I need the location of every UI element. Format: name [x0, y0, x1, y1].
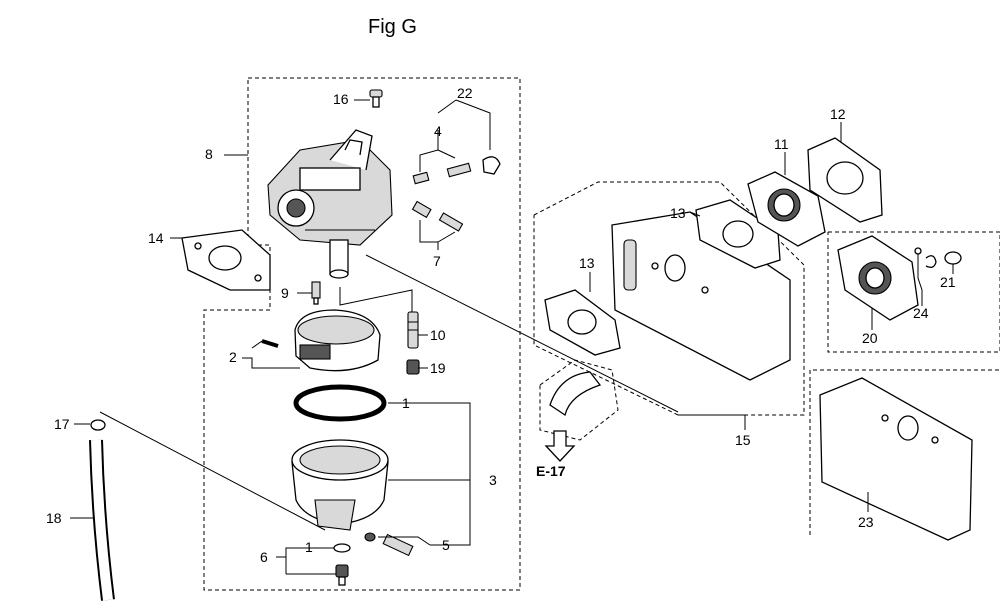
- bolt-part-6: [333, 543, 351, 586]
- reference-e17: E-17: [536, 463, 566, 479]
- callout-12: 12: [830, 106, 846, 122]
- callout-19: 19: [430, 360, 446, 376]
- callout-20: 20: [862, 330, 878, 346]
- callout-17: 17: [54, 416, 70, 432]
- separator-part-20: [837, 235, 919, 321]
- leader-lines-right: [589, 122, 954, 512]
- leader-lines-left: [70, 99, 491, 575]
- callout-21: 21: [940, 274, 956, 290]
- nozzle-part-10: [407, 311, 419, 349]
- callout-7: 7: [433, 253, 441, 269]
- callout-14: 14: [148, 230, 164, 246]
- figure-title: Fig G: [368, 16, 417, 38]
- callout-18: 18: [46, 510, 62, 526]
- float-pin-part-2: [261, 339, 279, 348]
- adjust-screw-part-4: [412, 156, 501, 185]
- callout-13-lower: 13: [579, 255, 595, 271]
- drain-screw-part-5: [364, 532, 414, 557]
- carburetor-assembly-group: [89, 77, 679, 601]
- insulator-assembly-group: [533, 137, 1000, 541]
- gasket-part-12: [807, 137, 883, 223]
- jet-part-9: [311, 281, 321, 305]
- callout-10: 10: [430, 327, 446, 343]
- gasket-part-14: [181, 229, 271, 291]
- callout-6: 6: [260, 549, 268, 565]
- insulator-boundary: [533, 181, 805, 416]
- insulator-part-11: [747, 171, 826, 247]
- fuel-tube-part-18: [89, 439, 115, 601]
- callout-4: 4: [434, 123, 442, 139]
- callout-22: 22: [457, 85, 473, 101]
- separator-boundary: [827, 231, 1000, 353]
- callout-5: 5: [442, 537, 450, 553]
- callout-16: 16: [333, 91, 349, 107]
- callout-1-bottom: 1: [305, 539, 313, 555]
- screw-part-16: [369, 89, 383, 108]
- callout-8: 8: [205, 146, 213, 162]
- adjust-screw-part-7: [411, 200, 464, 232]
- callout-labels: 16 22 4 8 14 7 9 10 2 19 1 17 3 18 5 1 6…: [46, 85, 956, 565]
- callout-24: 24: [913, 305, 929, 321]
- plate-part-23: [819, 377, 973, 541]
- callout-15: 15: [735, 432, 751, 448]
- callout-23: 23: [858, 514, 874, 530]
- callout-2: 2: [229, 349, 237, 365]
- plate-boundary: [809, 369, 1000, 535]
- carburetor-body: [267, 129, 393, 279]
- elbow-reference-group: E-17: [536, 359, 619, 479]
- gasket-part-13-lower: [544, 289, 621, 356]
- callout-11: 11: [774, 136, 789, 152]
- callout-13-upper: 13: [670, 205, 686, 221]
- callout-3: 3: [489, 472, 497, 488]
- gasket-ring-part-1: [293, 384, 387, 422]
- carburetor-boundary: [203, 77, 521, 591]
- float-chamber-part-3: [291, 439, 389, 531]
- clip-part-17: [90, 419, 106, 431]
- callout-1-top: 1: [402, 395, 410, 411]
- gasket-part-13-upper: [695, 199, 781, 269]
- callout-9: 9: [281, 285, 289, 301]
- float-part: [294, 309, 381, 372]
- cap-part-21: [944, 251, 962, 265]
- jet-part-19: [406, 359, 420, 375]
